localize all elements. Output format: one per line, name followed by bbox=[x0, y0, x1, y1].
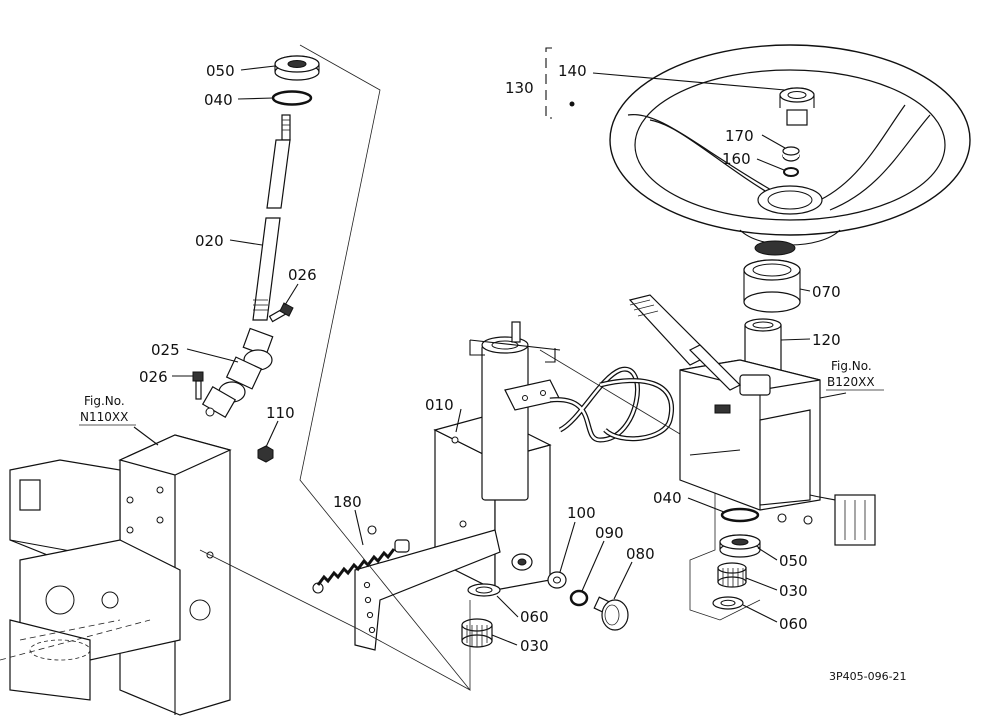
column-bracket-010 bbox=[354, 321, 561, 651]
shaft-020 bbox=[252, 114, 291, 321]
callout-070: 070 bbox=[812, 283, 841, 301]
callout-180: 180 bbox=[333, 493, 362, 511]
callout-060-right: 060 bbox=[779, 615, 808, 633]
bushing-070 bbox=[743, 259, 801, 313]
callout-030-right: 030 bbox=[779, 582, 808, 600]
callout-120: 120 bbox=[812, 331, 841, 349]
figure-ref-left-line2: N110XX bbox=[80, 410, 128, 424]
bolt-026-lower bbox=[192, 371, 204, 400]
callout-130: 130 bbox=[505, 79, 534, 97]
figure-ref-left-line1: Fig.No. bbox=[84, 394, 125, 408]
washer-060-left bbox=[467, 583, 501, 597]
steering-wheel-130 bbox=[609, 44, 971, 256]
callout-100: 100 bbox=[567, 504, 596, 522]
drawing-code: 3P405-096-21 bbox=[829, 670, 907, 683]
callout-160: 160 bbox=[722, 150, 751, 168]
spring-washer-090 bbox=[569, 589, 589, 607]
callout-020: 020 bbox=[195, 232, 224, 250]
snap-ring-040-right bbox=[720, 507, 760, 523]
callout-040-top: 040 bbox=[204, 91, 233, 109]
callout-040-right: 040 bbox=[653, 489, 682, 507]
bearing-050-right bbox=[719, 534, 761, 558]
group-bracket-130 bbox=[545, 47, 575, 119]
callout-140: 140 bbox=[558, 62, 587, 80]
callout-030-left: 030 bbox=[520, 637, 549, 655]
callout-026-lower: 026 bbox=[139, 368, 168, 386]
callout-110: 110 bbox=[266, 404, 295, 422]
washer-160 bbox=[783, 167, 799, 177]
nut-110 bbox=[257, 445, 274, 463]
callout-050-top: 050 bbox=[206, 62, 235, 80]
figure-ref-right-line2: B120XX bbox=[827, 375, 875, 389]
callout-080: 080 bbox=[626, 545, 655, 563]
callout-025: 025 bbox=[151, 341, 180, 359]
leader-lines bbox=[133, 65, 847, 646]
bolt-026-upper bbox=[268, 302, 294, 323]
figure-ref-right-line1: Fig.No. bbox=[831, 359, 872, 373]
callout-010: 010 bbox=[425, 396, 454, 414]
washer-100 bbox=[547, 571, 567, 589]
callout-026-upper: 026 bbox=[288, 266, 317, 284]
universal-joint-025 bbox=[201, 327, 274, 418]
spring-180 bbox=[312, 525, 396, 594]
nut-170 bbox=[782, 146, 800, 162]
bolt-080 bbox=[593, 596, 629, 631]
snap-ring-040-top bbox=[271, 90, 313, 106]
horn-cap-140 bbox=[779, 87, 815, 126]
callout-170: 170 bbox=[725, 127, 754, 145]
gear-030-right bbox=[717, 562, 747, 588]
bearing-050-top bbox=[274, 55, 320, 81]
frame-body bbox=[0, 434, 232, 716]
callout-050-right: 050 bbox=[779, 552, 808, 570]
washer-060-right bbox=[712, 596, 744, 610]
steering-shaft-assembly bbox=[192, 55, 320, 463]
callout-090: 090 bbox=[595, 524, 624, 542]
callout-labels: 050 040 020 026 025 026 110 010 180 100 … bbox=[139, 62, 841, 655]
figure-ref-left: Fig.No. N110XX bbox=[79, 394, 136, 426]
gear-030-left bbox=[461, 618, 493, 648]
rod-loop bbox=[549, 366, 674, 443]
figure-ref-right: Fig.No. B120XX bbox=[826, 359, 884, 391]
callout-060-left: 060 bbox=[520, 608, 549, 626]
steering-gearbox bbox=[628, 294, 876, 546]
